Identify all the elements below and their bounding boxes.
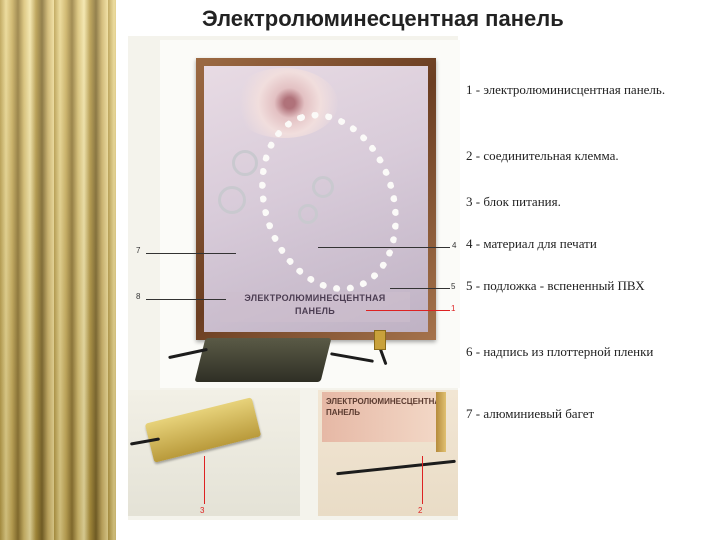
callout-line-5: [390, 288, 450, 289]
callout-number-3: 3: [200, 506, 205, 515]
legend-item-3: 3 - блок питания.: [466, 194, 561, 209]
ring-image: [232, 150, 258, 176]
legend-item-4: 4 - материал для печати: [466, 236, 597, 251]
callout-line-7: [146, 253, 236, 254]
ring-image: [298, 204, 318, 224]
callout-line-4: [318, 247, 450, 248]
callout-number-8: 8: [136, 292, 141, 301]
panel-corner-caption: ЭЛЕКТРОЛЮМИНЕСЦЕНТНАЯ ПАНЕЛЬ: [322, 392, 446, 442]
callout-line-2: [422, 456, 423, 504]
panel-caption: ЭЛЕКТРОЛЮМИНЕСЦЕНТНАЯ ПАНЕЛЬ: [220, 292, 410, 322]
callout-line-1: [366, 310, 450, 311]
connector-clamp: [374, 330, 386, 350]
legend-item-6: 6 - надпись из плоттерной пленки: [466, 344, 654, 359]
ring-image: [312, 176, 334, 198]
rose-image: [230, 68, 338, 138]
power-supply-unit: [194, 338, 332, 382]
callout-number-5: 5: [451, 282, 456, 291]
legend-item-7: 7 - алюминиевый багет: [466, 406, 595, 421]
ring-image: [218, 186, 246, 214]
callout-number-1: 1: [451, 304, 456, 313]
legend-item-2: 2 - соединительная клемма.: [466, 148, 619, 163]
frame-corner: [436, 392, 446, 452]
callout-line-3: [204, 456, 205, 504]
legend-item-1: 1 - электролюминисцентная панель.: [466, 82, 666, 97]
gold-decorative-column: [0, 0, 116, 540]
callout-number-4: 4: [452, 241, 457, 250]
callout-number-7: 7: [136, 246, 141, 255]
page-title: Электролюминесцентная панель: [202, 6, 564, 31]
legend-item-5: 5 - подложка - вспененный ПВХ: [466, 278, 645, 293]
callout-line-8: [146, 299, 226, 300]
callout-number-2: 2: [418, 506, 423, 515]
